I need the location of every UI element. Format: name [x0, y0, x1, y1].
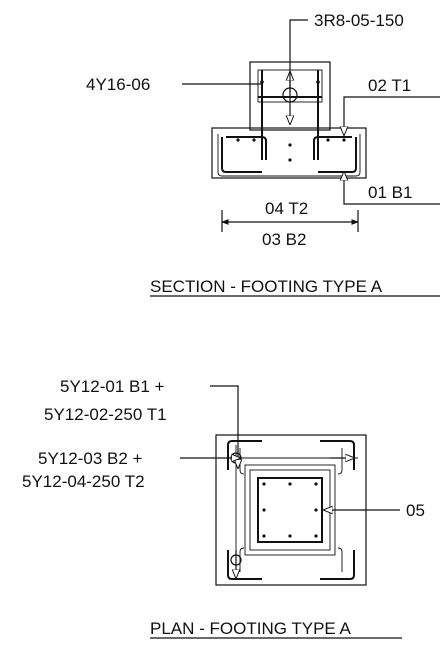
label-bars2-line1: 5Y12-03 B2 +: [38, 449, 143, 468]
plan-view: 5Y12-01 B1 + 5Y12-02-250 T1 5Y12-03 B2 +…: [22, 377, 425, 639]
label-bottom-bar: 01 B1: [368, 183, 412, 202]
label-bars2-line2: 5Y12-04-250 T2: [22, 472, 145, 491]
label-column-bars-plan: 05: [406, 501, 425, 520]
label-dim-bottom: 03 B2: [262, 230, 306, 249]
plan-title: PLAN - FOOTING TYPE A: [150, 619, 352, 638]
label-stirrups: 3R8-05-150: [314, 11, 404, 30]
section-view: 3R8-05-150 4Y16-06 02 T1 01 B1 04 T2 03 …: [86, 11, 440, 297]
label-bars1-line2: 5Y12-02-250 T1: [44, 405, 167, 424]
section-title: SECTION - FOOTING TYPE A: [150, 277, 383, 296]
label-bars1-line1: 5Y12-01 B1 +: [60, 377, 165, 396]
label-column-bars: 4Y16-06: [86, 75, 150, 94]
label-top-bar: 02 T1: [368, 76, 411, 95]
label-dim-top: 04 T2: [265, 199, 308, 218]
footing-outline: [211, 127, 367, 179]
